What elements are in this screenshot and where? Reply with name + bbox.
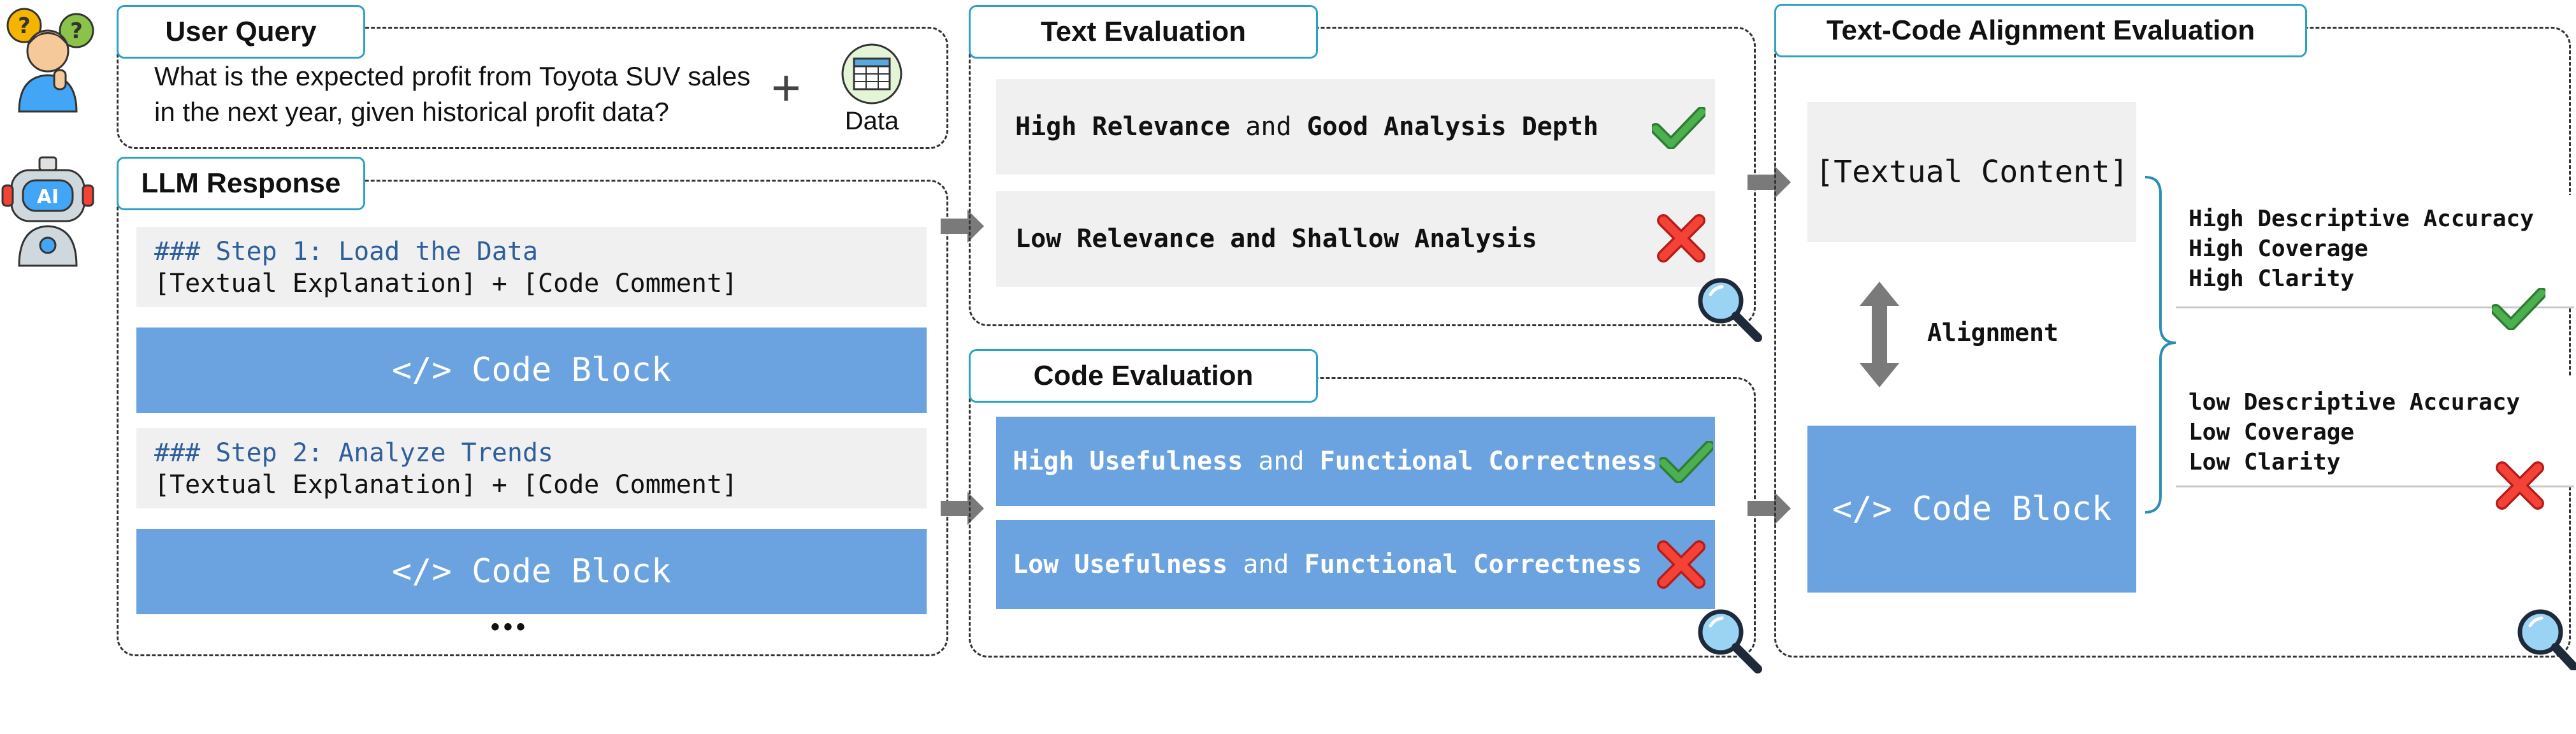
alignment-title: Text-Code Alignment Evaluation <box>1774 4 2307 57</box>
cross-icon <box>2496 461 2544 513</box>
svg-text:?: ? <box>70 18 83 44</box>
text-eval-good-part2: Good Analysis Depth <box>1306 112 1599 141</box>
text-eval-bad-row: Low Relevance and Shallow Analysis <box>996 191 1715 287</box>
cross-icon <box>1657 214 1705 266</box>
user-query-title: User Query <box>117 5 365 59</box>
text-eval-good-mid: and <box>1230 112 1307 141</box>
arrow-text-to-alignment <box>1747 163 1792 205</box>
magnifier-icon <box>1695 275 1763 346</box>
magnifier-icon <box>1695 607 1763 677</box>
low-criteria-1: low Descriptive Accuracy <box>2189 389 2521 415</box>
high-criteria-1: High Descriptive Accuracy <box>2189 206 2534 232</box>
text-evaluation-title: Text Evaluation <box>969 5 1318 59</box>
high-criteria-2: High Coverage <box>2189 236 2368 262</box>
code-eval-bad-part2: Functional Correctness <box>1304 550 1642 579</box>
text-eval-bad-text: Low Relevance and Shallow Analysis <box>1015 224 1537 254</box>
double-arrow-icon <box>1857 280 1902 392</box>
cross-icon <box>1657 540 1705 592</box>
step-1-explanation: [Textual Explanation] + [Code Comment] <box>154 269 738 298</box>
step-1-heading: ### Step 1: Load the Data <box>154 237 539 266</box>
magnifier-icon <box>2515 607 2576 673</box>
check-icon <box>1650 106 1707 152</box>
bracket-connector <box>2143 176 2178 517</box>
llm-response-panel <box>117 180 948 656</box>
user-query-panel <box>117 27 948 149</box>
llm-response-title: LLM Response <box>117 157 365 210</box>
svg-text:?: ? <box>18 13 31 39</box>
plus-sign: + <box>771 59 801 116</box>
data-table-icon <box>840 42 904 106</box>
code-eval-good-mid: and <box>1243 447 1320 476</box>
user-query-text-line2: in the next year, given historical profi… <box>154 97 669 127</box>
code-block-1: </> Code Block <box>136 327 927 413</box>
arrow-code-to-alignment <box>1747 489 1792 531</box>
step-1-box <box>136 227 927 307</box>
low-criteria-3: Low Clarity <box>2189 449 2341 475</box>
alignment-code-block: </> Code Block <box>1807 426 2136 593</box>
high-criteria-box <box>2176 195 2574 308</box>
ai-robot-icon: AI <box>0 156 96 268</box>
arrow-to-text-eval <box>941 207 985 248</box>
user-query-text-line1: What is the expected profit from Toyota … <box>154 61 751 91</box>
check-icon <box>1658 440 1715 486</box>
step-2-heading: ### Step 2: Analyze Trends <box>154 438 554 468</box>
textual-content-box: [Textual Content] <box>1807 102 2136 242</box>
low-criteria-2: Low Coverage <box>2189 419 2355 445</box>
text-eval-good-part1: High Relevance <box>1015 112 1231 141</box>
code-eval-bad-mid: and <box>1227 550 1305 579</box>
alignment-label: Alignment <box>1927 319 2059 347</box>
high-criteria-3: High Clarity <box>2189 266 2355 292</box>
confused-user-icon: ? ? <box>0 0 96 115</box>
code-eval-bad-row: Low Usefulness and Functional Correctnes… <box>996 520 1715 609</box>
ai-badge-text: AI <box>37 186 59 208</box>
code-eval-good-part1: High Usefulness <box>1013 447 1243 476</box>
arrow-to-code-eval <box>941 489 985 531</box>
data-label: Data <box>844 107 899 135</box>
text-eval-good-row: High Relevance and Good Analysis Depth <box>996 79 1715 175</box>
code-evaluation-title: Code Evaluation <box>969 349 1318 403</box>
code-eval-good-row: High Usefulness and Functional Correctne… <box>996 417 1715 506</box>
code-block-2: </> Code Block <box>136 529 927 614</box>
code-evaluation-panel <box>969 377 1756 658</box>
code-eval-bad-part1: Low Usefulness <box>1013 550 1228 579</box>
step-2-explanation: [Textual Explanation] + [Code Comment] <box>154 470 738 500</box>
ellipsis: ••• <box>491 613 530 641</box>
check-icon <box>2490 287 2547 333</box>
step-2-box <box>136 428 927 508</box>
code-eval-good-part2: Functional Correctness <box>1319 447 1658 476</box>
textual-content-label: [Textual Content] <box>1815 154 2129 190</box>
